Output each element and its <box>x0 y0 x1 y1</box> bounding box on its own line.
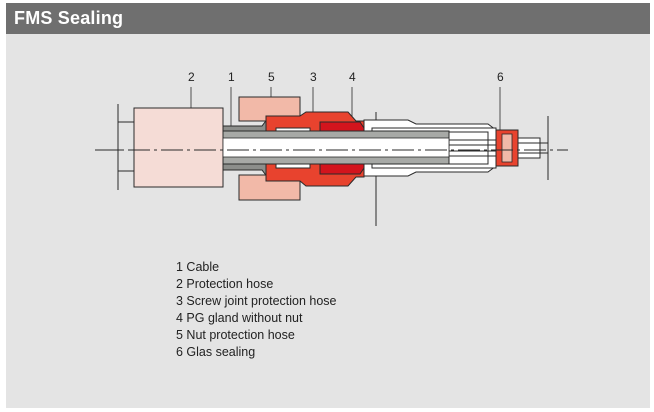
legend-item-nut-protection-hose: 5 Nut protection hose <box>176 328 295 342</box>
legend-item-pg-gland: 4 PG gland without nut <box>176 311 303 325</box>
callout-1: 1 <box>228 70 235 84</box>
connector-pins <box>517 137 548 159</box>
legend-item-glas-sealing: 6 Glas sealing <box>176 345 256 359</box>
parts-legend: 1 Cable 2 Protection hose 3 Screw joint … <box>176 259 337 361</box>
panel-title: FMS Sealing <box>14 8 124 28</box>
callout-4: 4 <box>349 70 356 84</box>
panel-header: FMS Sealing <box>6 3 650 34</box>
callout-5: 5 <box>268 70 275 84</box>
protection-hose <box>133 107 224 188</box>
cable <box>222 130 500 165</box>
callout-2: 2 <box>188 70 195 84</box>
callout-6: 6 <box>497 70 504 84</box>
legend-item-screw-joint: 3 Screw joint protection hose <box>176 294 337 308</box>
callout-3: 3 <box>310 70 317 84</box>
legend-item-cable: 1 Cable <box>176 260 220 274</box>
fms-sealing-panel: FMS Sealing <box>6 3 650 408</box>
glas-sealing <box>495 129 519 167</box>
legend-item-protection-hose: 2 Protection hose <box>176 277 274 291</box>
